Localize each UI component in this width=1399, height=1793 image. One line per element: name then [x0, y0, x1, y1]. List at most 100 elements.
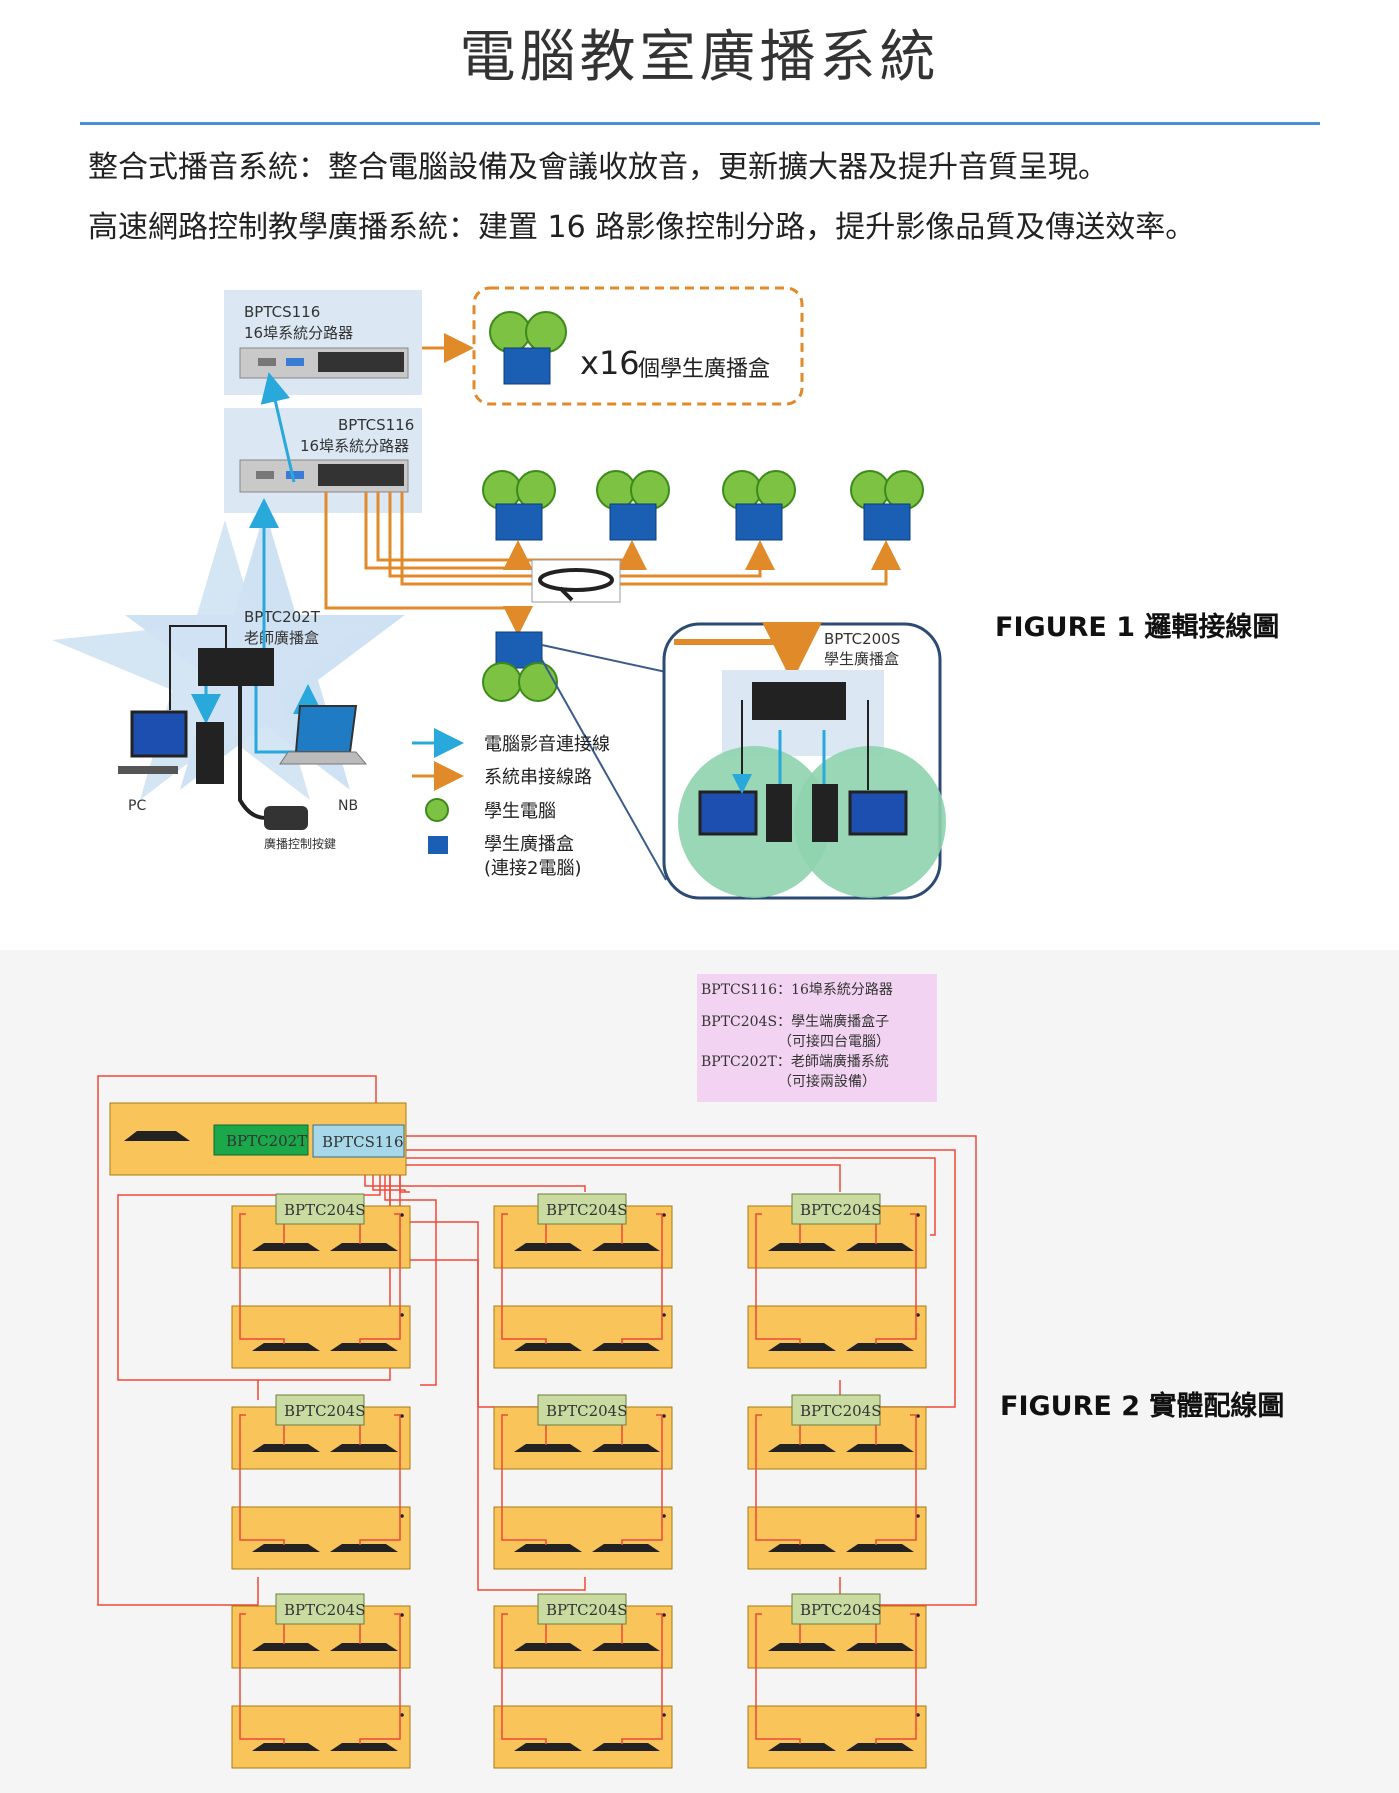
monitor-right	[592, 1544, 660, 1552]
monitor-right	[330, 1243, 398, 1251]
monitor-left	[252, 1243, 320, 1251]
student-boxes-count: x16	[580, 344, 640, 382]
student-module: BPTC204S	[275, 1193, 366, 1225]
legend-student-box-note: (連接2電腦)	[484, 858, 582, 879]
teacher-module-label: BPTC202T	[226, 1132, 307, 1150]
info-line-3: （可接四台電腦）	[778, 1033, 890, 1050]
student-desk	[747, 1305, 927, 1369]
nb-label: NB	[338, 798, 358, 814]
monitor-left	[252, 1743, 320, 1751]
teacher-box-device	[198, 648, 274, 686]
monitor-right	[846, 1643, 914, 1651]
student-desk	[493, 1705, 673, 1769]
info-line-1: BPTCS116：16埠系統分路器	[701, 981, 893, 998]
student-desk	[493, 1506, 673, 1570]
monitor-left	[514, 1743, 582, 1751]
legend: 電腦影音連接線 系統串接線路 學生電腦 學生廣播盒 (連接2電腦)	[412, 728, 610, 879]
monitor-left	[768, 1243, 836, 1251]
monitor-left	[252, 1343, 320, 1351]
monitor-right	[592, 1444, 660, 1452]
student-module: BPTC204S	[791, 1394, 882, 1426]
student-module: BPTC204S	[275, 1593, 366, 1625]
figure-2-label: FIGURE 2 實體配線圖	[1000, 1391, 1285, 1422]
monitor-right	[330, 1544, 398, 1552]
monitor-left	[768, 1444, 836, 1452]
monitor-right	[846, 1343, 914, 1351]
splitter-module	[312, 1124, 405, 1158]
figure-2-wiring-diagram: BPTCS116：16埠系統分路器 BPTC204S：學生端廣播盒子 （可接四台…	[97, 974, 977, 1769]
student-boxes-label: 個學生廣播盒	[638, 357, 770, 382]
student-module-label: BPTC204S	[284, 1201, 366, 1219]
legend-av-line: 電腦影音連接線	[484, 734, 610, 755]
student-module: BPTC204S	[275, 1394, 366, 1426]
legend-serial-line: 系統串接線路	[484, 767, 592, 788]
monitor-right	[592, 1643, 660, 1651]
student-pc-left	[698, 784, 792, 842]
student-group-center	[482, 631, 558, 702]
monitor-right	[846, 1544, 914, 1552]
student-module: BPTC204S	[537, 1593, 628, 1625]
student-module: BPTC204S	[791, 1593, 882, 1625]
splitter-mid-model: BPTCS116	[338, 416, 414, 434]
figure-1-logic-diagram: BPTCS116 16埠系統分路器 BPTCS116 16埠系統分路器 x16 …	[52, 286, 946, 900]
cable-coil-image	[531, 559, 621, 603]
splitter-mid-device	[239, 459, 409, 493]
student-group-4	[850, 470, 924, 541]
student-module-label: BPTC204S	[800, 1201, 882, 1219]
monitor-left	[514, 1243, 582, 1251]
student-desk	[231, 1705, 411, 1769]
monitor-right	[330, 1444, 398, 1452]
student-desk	[747, 1705, 927, 1769]
splitter-module-label: BPTCS116	[322, 1133, 404, 1151]
teacher-module	[213, 1124, 309, 1156]
student-group-3	[722, 470, 796, 541]
legend-student-box: 學生廣播盒	[484, 834, 574, 855]
monitor-left	[768, 1743, 836, 1751]
student-box-name: 學生廣播盒	[824, 650, 899, 668]
monitor-left	[768, 1343, 836, 1351]
student-module-label: BPTC204S	[546, 1201, 628, 1219]
student-module-label: BPTC204S	[284, 1402, 366, 1420]
student-module-label: BPTC204S	[800, 1601, 882, 1619]
splitter-top-name: 16埠系統分路器	[244, 324, 353, 342]
student-module: BPTC204S	[791, 1193, 882, 1225]
monitor-left	[514, 1444, 582, 1452]
pc-label: PC	[128, 798, 146, 814]
info-box	[697, 974, 937, 1102]
monitor-left	[768, 1643, 836, 1651]
monitor-left	[768, 1544, 836, 1552]
monitor-right	[592, 1343, 660, 1351]
student-box-model: BPTC200S	[824, 630, 900, 648]
monitor-right	[846, 1243, 914, 1251]
teacher-box-model: BPTC202T	[244, 608, 321, 626]
figure-1-label: FIGURE 1 邏輯接線圖	[995, 612, 1280, 643]
student-module-label: BPTC204S	[546, 1402, 628, 1420]
splitter-mid-name: 16埠系統分路器	[300, 437, 409, 455]
student-desk	[747, 1506, 927, 1570]
monitor-left	[514, 1643, 582, 1651]
student-desk	[231, 1305, 411, 1369]
monitor-right	[846, 1743, 914, 1751]
intro-line-2: 高速網路控制教學廣播系統：建置 16 路影像控制分路，提升影像品質及傳送效率。	[88, 210, 1196, 245]
teacher-notebook	[279, 705, 368, 765]
monitor-left	[252, 1643, 320, 1651]
splitter-top-device	[239, 347, 409, 379]
student-pc-right	[812, 784, 908, 842]
student-group-2	[596, 470, 670, 541]
student-module-label: BPTC204S	[546, 1601, 628, 1619]
teacher-box-name: 老師廣播盒	[244, 629, 319, 647]
remote-label: 廣播控制按鍵	[264, 836, 336, 851]
info-line-2: BPTC204S：學生端廣播盒子	[701, 1013, 889, 1030]
teacher-pc	[118, 710, 224, 784]
monitor-left	[252, 1544, 320, 1552]
monitor-left	[514, 1544, 582, 1552]
monitor-right	[592, 1243, 660, 1251]
info-line-4: BPTC202T：老師端廣播系統	[701, 1053, 889, 1070]
remote-control-device	[264, 806, 308, 830]
monitor-right	[330, 1343, 398, 1351]
student-module: BPTC204S	[537, 1193, 628, 1225]
legend-student-pc: 學生電腦	[484, 801, 556, 822]
student-desk	[493, 1205, 673, 1269]
monitor-left	[514, 1343, 582, 1351]
monitor-left	[252, 1444, 320, 1452]
